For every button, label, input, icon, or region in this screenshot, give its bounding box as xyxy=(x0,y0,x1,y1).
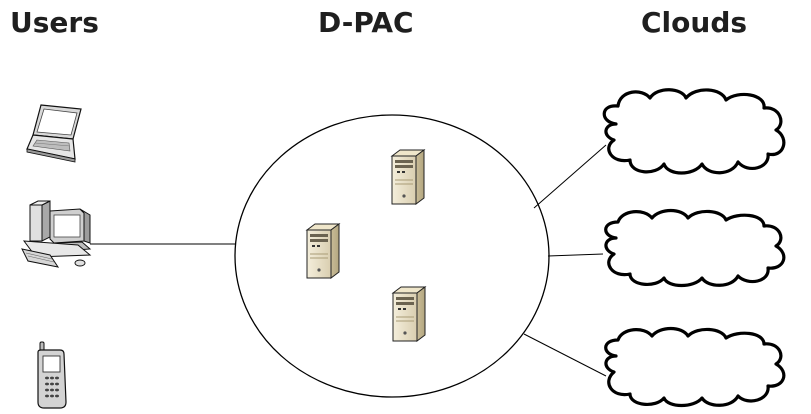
cloud-icon xyxy=(604,326,786,408)
cloud-connection-line xyxy=(523,333,607,377)
clouds-heading: Clouds xyxy=(641,6,748,39)
cloud-icon xyxy=(602,88,786,175)
desktop-computer-icon xyxy=(21,200,92,268)
server-icon xyxy=(391,149,425,205)
mobile-phone-icon xyxy=(37,341,67,409)
dpac-heading: D-PAC xyxy=(318,6,414,39)
server-icon xyxy=(392,286,426,342)
cloud-icon xyxy=(604,208,786,288)
cloud-connection-line xyxy=(547,253,604,257)
server-icon xyxy=(306,223,340,279)
cloud-connection-line xyxy=(533,144,607,209)
dpac-ellipse xyxy=(234,114,550,398)
laptop-icon xyxy=(26,104,82,163)
users-heading: Users xyxy=(10,6,99,39)
